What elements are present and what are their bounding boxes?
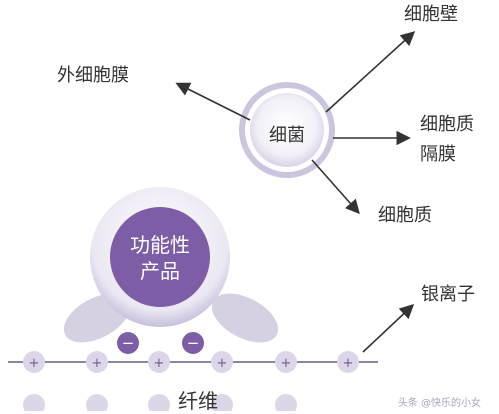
- functional-product-label-line1: 功能性: [130, 233, 190, 257]
- minus-sign-right: −: [187, 334, 200, 352]
- product-core: [110, 207, 210, 307]
- positive-ions-lower-row: [23, 394, 297, 411]
- right-lobe: [211, 293, 279, 343]
- plus-ion: [86, 351, 108, 373]
- periplasm-label-line2: 隔膜: [420, 144, 456, 165]
- arrow-outer-membrane: [175, 82, 251, 121]
- cell-wall-label: 细胞壁: [404, 4, 458, 25]
- watermark: 头条 @快乐的小女: [397, 398, 481, 409]
- plus-ion: [275, 351, 297, 373]
- positive-ions-row: + + + + + +: [23, 351, 359, 373]
- cytoplasm-core: [250, 93, 324, 167]
- minus-ion-left: [117, 332, 139, 354]
- arrow-cell-wall: [325, 31, 416, 113]
- bacteria-label: 细菌: [269, 125, 305, 146]
- plus-ion: [23, 351, 45, 373]
- silver-ion-label: 银离子: [421, 284, 475, 305]
- bacteria-cell: [239, 82, 335, 178]
- plus-ion: [337, 351, 359, 373]
- plus-sign: +: [281, 356, 292, 371]
- functional-product: [63, 187, 279, 343]
- plus-sign: +: [29, 356, 40, 371]
- plus-sign: +: [154, 356, 165, 371]
- periplasm-label-line1: 细胞质: [420, 114, 474, 135]
- arrow-silver-ion: [362, 304, 415, 353]
- plus-sign: +: [92, 356, 103, 371]
- outer-membrane-label: 外细胞膜: [57, 65, 129, 86]
- functional-product-label-line2: 产品: [140, 259, 180, 283]
- minus-ion-right: [182, 332, 204, 354]
- negative-ions: − −: [117, 332, 204, 354]
- plus-ion: [211, 351, 233, 373]
- cytoplasm-label: 细胞质: [378, 205, 432, 226]
- plus-ion: [148, 351, 170, 373]
- plus-sign: +: [217, 356, 228, 371]
- minus-sign-left: −: [122, 334, 135, 352]
- fiber-label: 纤维: [178, 389, 218, 413]
- plus-sign: +: [343, 356, 354, 371]
- arrow-cytoplasm: [311, 159, 360, 215]
